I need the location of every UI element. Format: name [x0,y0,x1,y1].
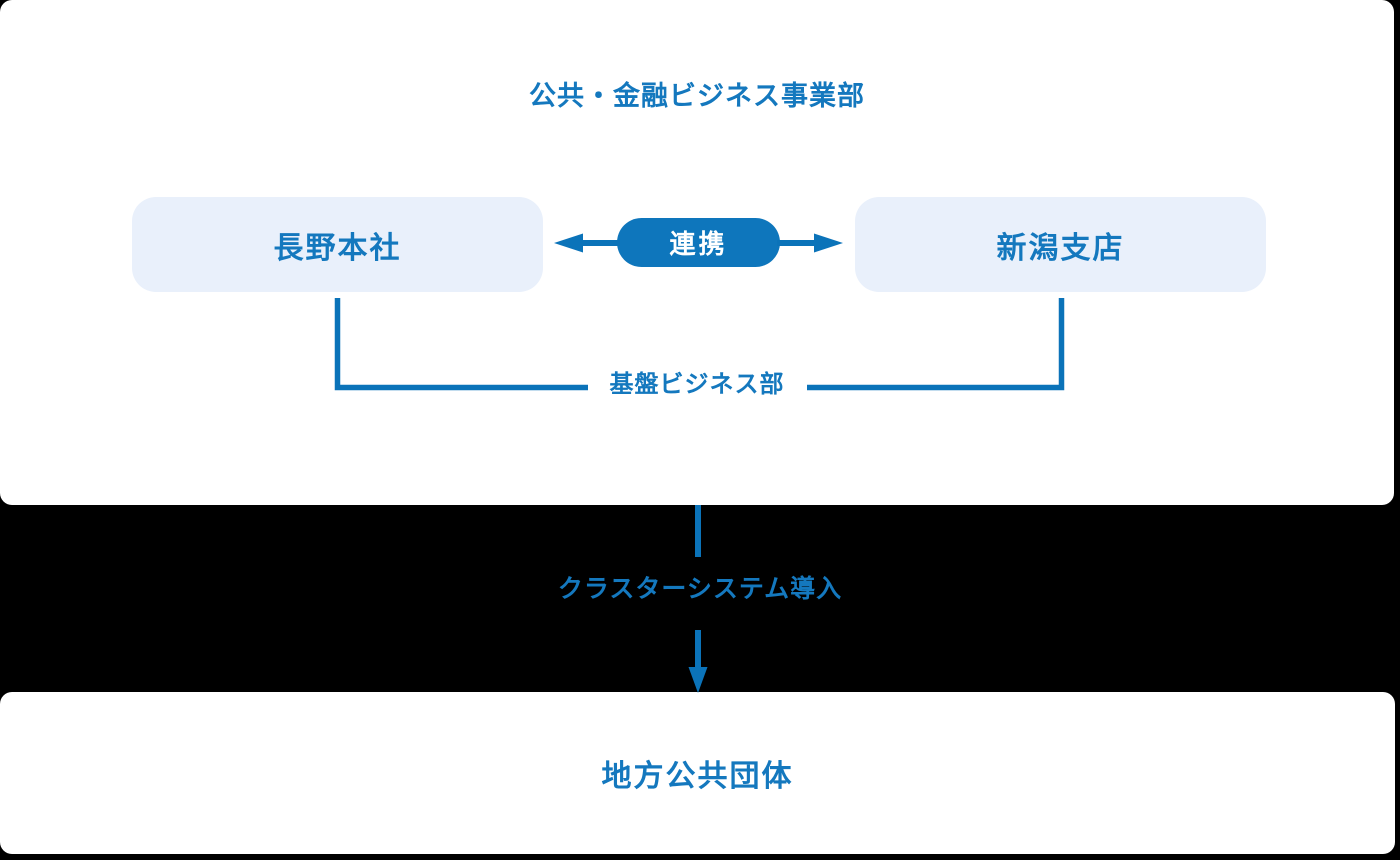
division-title: 公共・金融ビジネス事業部 [529,81,865,111]
niigata-branch-box: 新潟支店 [855,197,1266,292]
division-panel: 公共・金融ビジネス事業部 長野本社 新潟支店 連携 基盤ビジネス部 [0,0,1394,505]
nagano-head-office-box: 長野本社 [132,197,543,292]
collaboration-label: 連携 [669,229,728,259]
cluster-system-label: クラスターシステム導入 [557,575,843,603]
collaboration-pill: 連携 [617,218,780,267]
local-government-label: 地方公共団体 [601,760,794,793]
local-government-panel: 地方公共団体 [0,692,1395,854]
infrastructure-division-label: 基盤ビジネス部 [609,371,785,398]
nagano-head-office-label: 長野本社 [273,231,402,265]
niigata-branch-label: 新潟支店 [996,231,1125,265]
